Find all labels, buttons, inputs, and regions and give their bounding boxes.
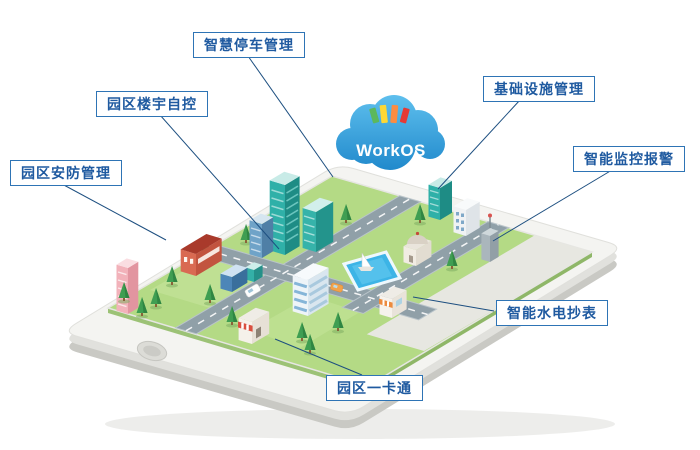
home-button: [136, 340, 168, 362]
callout-smart-parking: 智慧停车管理: [193, 32, 305, 58]
building-teal-right: [428, 177, 452, 220]
leader-line-park-security: [61, 183, 167, 241]
shop-orange-awning: [379, 286, 407, 318]
leader-line-smart-parking: [247, 55, 334, 178]
leader-line-water-power-metering: [412, 296, 495, 312]
callout-water-power-metering: 智能水电抄表: [496, 300, 608, 326]
car-orange: [330, 282, 344, 293]
leader-line-infrastructure: [437, 99, 521, 190]
building-apartment-pink: [116, 258, 139, 314]
building-office-blue: [249, 213, 274, 258]
building-office-glass: [292, 263, 329, 316]
cloud-label: WorkOS: [356, 141, 426, 160]
callout-park-security: 园区安防管理: [10, 160, 122, 186]
building-flat-blue: [220, 264, 248, 292]
car-white: [244, 283, 261, 298]
shop-striped-awning: [238, 307, 270, 344]
boat: [358, 252, 374, 271]
callout-one-card: 园区一卡通: [326, 375, 423, 401]
leader-line-monitoring-alarm: [492, 169, 613, 242]
leader-line-building-automation: [159, 114, 280, 250]
callout-monitoring-alarm: 智能监控报警: [573, 146, 685, 172]
building-skyscraper-teal: [269, 171, 300, 255]
building-small-teal: [245, 262, 263, 282]
pavement: [366, 235, 592, 351]
pool: [341, 250, 403, 292]
building-white-right: [453, 198, 480, 236]
callout-infrastructure: 基础设施管理: [483, 76, 595, 102]
building-dome: [403, 231, 432, 266]
leader-lines: [61, 55, 613, 376]
building-school-red: [180, 234, 222, 276]
building-office-teal: [302, 197, 334, 252]
workos-cloud: WorkOS: [336, 95, 445, 170]
books-icon: [369, 104, 410, 124]
leader-line-one-card: [274, 338, 363, 376]
callout-building-automation: 园区楼宇自控: [96, 91, 208, 117]
